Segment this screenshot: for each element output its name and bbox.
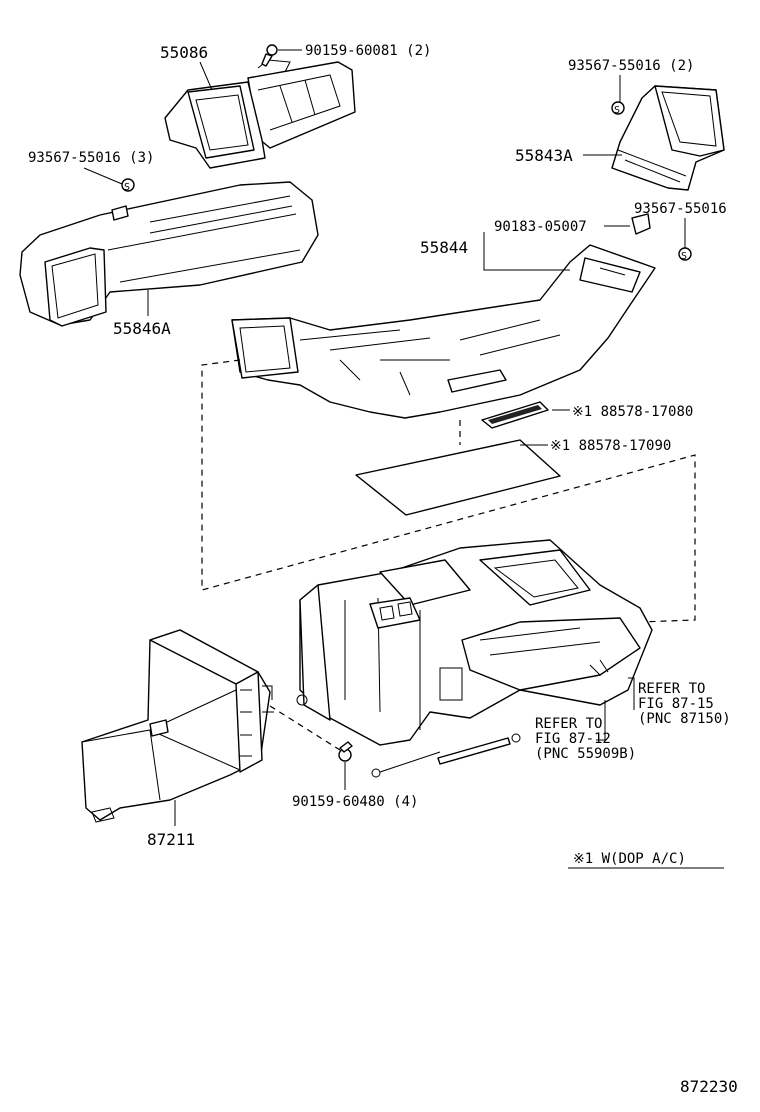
label-88578-17090: ※1 88578-17090 <box>550 438 671 454</box>
label-55843a: 55843A <box>515 146 573 165</box>
duct-55844 <box>231 244 656 419</box>
duct-55086 <box>164 59 356 169</box>
control-rod <box>371 733 521 778</box>
label-55846a: 55846A <box>113 319 171 338</box>
label-93567-55016: 93567-55016 <box>634 201 727 217</box>
label-refer-1587-line3: (PNC 87150) <box>638 711 731 727</box>
label-55086: 55086 <box>160 43 208 62</box>
label-refer-1287-line3: (PNC 55909B) <box>535 746 636 762</box>
assembly-dashed-outline <box>201 359 696 623</box>
figure-number: 872230 <box>680 1077 738 1096</box>
label-refer-1287-line2: FIG 87-12 <box>535 731 611 747</box>
note-label: ※1 W(DOP A/C) <box>573 851 686 867</box>
s-clip-icon: S <box>678 247 692 262</box>
label-88578-17080: ※1 88578-17080 <box>572 404 693 420</box>
svg-text:S: S <box>124 182 130 193</box>
filter-88578-17080 <box>481 401 549 429</box>
assembly-dashed-line <box>269 705 341 751</box>
heater-unit <box>296 539 653 746</box>
label-90183-05007: 90183-05007 <box>494 219 587 235</box>
label-93567-55016-2: 93567-55016 (2) <box>568 58 694 74</box>
svg-text:S: S <box>614 105 620 116</box>
label-93567-55016-3: 93567-55016 (3) <box>28 150 154 166</box>
s-clip-icon: S <box>121 178 135 193</box>
duct-87211 <box>81 629 274 823</box>
svg-text:S: S <box>681 251 687 262</box>
screw-icon <box>338 741 353 762</box>
duct-55843a <box>611 85 725 191</box>
label-refer-1587-line2: FIG 87-15 <box>638 696 714 712</box>
label-refer-1287-line1: REFER TO <box>535 716 602 732</box>
duct-55846a <box>19 181 319 327</box>
bolt-icon <box>261 44 278 67</box>
s-clip-icon: S <box>611 101 625 116</box>
filter-sheet-88578-17090 <box>355 439 561 516</box>
label-refer-1587-line1: REFER TO <box>638 681 705 697</box>
label-87211: 87211 <box>147 830 195 849</box>
label-90159-60480: 90159-60480 (4) <box>292 794 418 810</box>
label-90159-60081: 90159-60081 (2) <box>305 43 431 59</box>
clip-90183 <box>631 213 651 235</box>
label-55844: 55844 <box>420 238 468 257</box>
